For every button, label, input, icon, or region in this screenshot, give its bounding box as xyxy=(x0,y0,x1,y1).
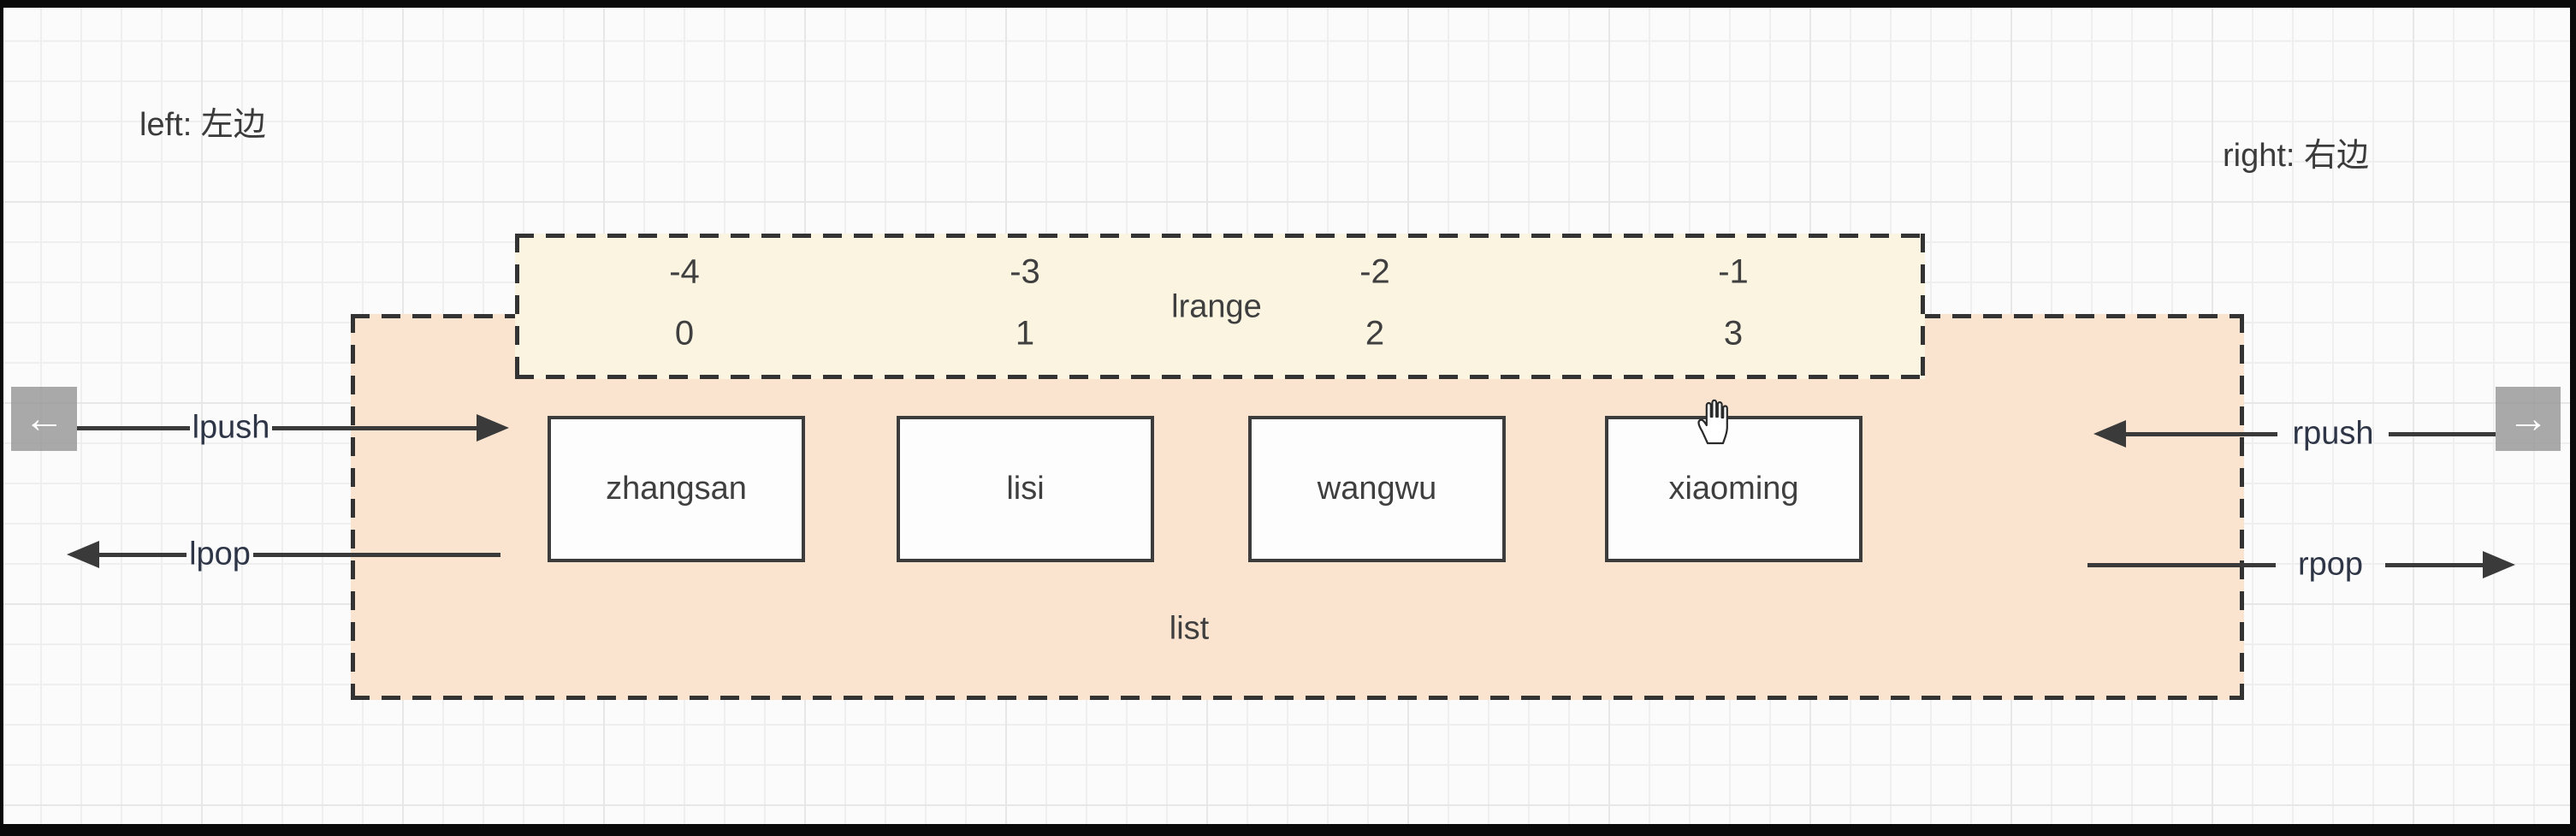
arrow-line xyxy=(2087,563,2276,567)
right-side-note: right: 右边 xyxy=(2223,138,2370,174)
left-side-note: left: 左边 xyxy=(139,107,266,143)
list-item: wangwu xyxy=(1248,416,1506,562)
hand-cursor-icon xyxy=(1697,399,1728,445)
lrange-index-box: -4 -3 -2 -1 0 1 2 3 lrange xyxy=(515,234,1925,379)
lpush-label: lpush xyxy=(192,409,270,446)
arrow-line xyxy=(2126,432,2277,436)
arrowhead-left-icon xyxy=(67,541,99,568)
dashed-border-bottom xyxy=(515,375,1925,379)
list-item-label: xiaoming xyxy=(1668,471,1799,507)
left-arrow-icon: ← xyxy=(23,396,65,442)
positive-index: 2 xyxy=(1365,314,1385,353)
dashed-border-bottom xyxy=(351,696,2244,700)
letterbox-bottom-bar xyxy=(0,824,2576,836)
right-arrow-icon: → xyxy=(2508,396,2549,442)
list-item: xiaoming xyxy=(1605,416,1862,562)
dashed-border-left xyxy=(351,314,355,700)
prev-button[interactable]: ← xyxy=(11,387,77,451)
list-item: lisi xyxy=(897,416,1154,562)
list-item-label: lisi xyxy=(1006,471,1045,507)
arrowhead-right-icon xyxy=(477,414,509,442)
dashed-border-top xyxy=(515,234,1925,238)
list-item-label: zhangsan xyxy=(606,471,747,507)
negative-index: -1 xyxy=(1718,252,1749,291)
lpop-label: lpop xyxy=(189,536,251,572)
list-label: list xyxy=(1169,610,1210,647)
positive-index: 0 xyxy=(674,314,695,353)
negative-index: -3 xyxy=(1010,252,1040,291)
arrow-line xyxy=(99,553,187,557)
arrow-line xyxy=(2385,563,2483,567)
negative-index: -2 xyxy=(1359,252,1390,291)
next-button[interactable]: → xyxy=(2496,387,2561,451)
arrowhead-right-icon xyxy=(2483,551,2515,578)
rpush-label: rpush xyxy=(2292,415,2374,452)
positive-index: 1 xyxy=(1015,314,1035,353)
list-item: zhangsan xyxy=(548,416,805,562)
arrow-line xyxy=(253,553,500,557)
dashed-border-left xyxy=(515,234,519,379)
dashed-border-right xyxy=(1921,234,1925,379)
list-item-label: wangwu xyxy=(1317,471,1437,507)
letterbox-top-bar xyxy=(0,0,2576,8)
dashed-border-right xyxy=(2240,314,2244,700)
arrow-line xyxy=(77,426,190,430)
lrange-label: lrange xyxy=(1171,288,1262,325)
negative-index: -4 xyxy=(669,252,700,291)
letterbox-left-edge xyxy=(0,0,3,836)
arrowhead-left-icon xyxy=(2093,420,2126,448)
positive-index: 3 xyxy=(1723,314,1744,353)
arrow-line xyxy=(272,426,477,430)
arrow-line xyxy=(2389,432,2496,436)
rpop-label: rpop xyxy=(2297,546,2364,583)
letterbox-right-edge xyxy=(2570,0,2576,836)
